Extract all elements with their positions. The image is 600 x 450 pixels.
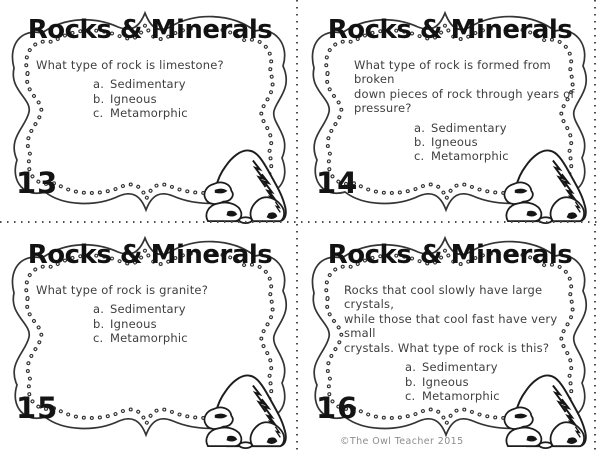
question-line: What type of rock is granite? [36, 282, 208, 297]
option-label: Sedimentary [110, 77, 186, 92]
rocks-illustration [503, 374, 587, 450]
option-letter: c. [405, 388, 416, 403]
card-number: 13 [16, 166, 59, 200]
card-title: Rocks & Minerals [27, 15, 273, 45]
option-b: b. Igneous [93, 92, 300, 106]
card-question: Rocks that cool slowly have large crysta… [344, 283, 590, 355]
option-label: Metamorphic [431, 149, 509, 164]
card-title: Rocks & Minerals [27, 240, 273, 270]
option-letter: a. [405, 360, 417, 375]
option-c: c. Metamorphic [414, 149, 600, 163]
option-letter: b. [405, 374, 417, 389]
option-letter: b. [93, 316, 105, 331]
question-line: What type of rock is limestone? [36, 57, 224, 72]
option-label: Sedimentary [110, 302, 186, 317]
card-question: What type of rock is formed from broken … [354, 58, 588, 116]
task-card-16: Rocks & Minerals Rocks that cool slowly … [300, 225, 600, 450]
cut-line-vertical-right [594, 0, 596, 450]
rocks-illustration [203, 374, 287, 450]
option-a: a. Sedimentary [405, 360, 600, 374]
option-letter: c. [93, 105, 104, 120]
answer-options: a. Sedimentary b. Igneous c. Metamorphic [405, 360, 600, 403]
option-letter: a. [93, 77, 105, 92]
option-label: Metamorphic [422, 388, 500, 403]
cut-line-vertical-center [296, 0, 298, 450]
card-number: 16 [316, 391, 359, 425]
option-a: a. Sedimentary [93, 77, 300, 91]
option-label: Igneous [110, 91, 157, 106]
option-c: c. Metamorphic [405, 389, 600, 403]
option-label: Metamorphic [110, 330, 188, 345]
option-label: Igneous [110, 316, 157, 331]
option-label: Sedimentary [422, 360, 498, 375]
option-label: Igneous [431, 135, 478, 150]
option-c: c. Metamorphic [93, 106, 300, 120]
option-letter: c. [93, 330, 104, 345]
task-card-14: Rocks & Minerals What type of rock is fo… [300, 0, 600, 225]
question-line: while those that cool fast have very sma… [344, 311, 558, 341]
option-letter: b. [93, 91, 105, 106]
option-a: a. Sedimentary [93, 302, 300, 316]
rocks-illustration [503, 149, 587, 225]
cut-line-horizontal [0, 221, 600, 223]
option-b: b. Igneous [93, 317, 300, 331]
card-question: What type of rock is granite? [36, 283, 276, 297]
option-b: b. Igneous [405, 375, 600, 389]
question-line: What type of rock is formed from broken [354, 57, 551, 87]
answer-options: a. Sedimentary b. Igneous c. Metamorphic [93, 77, 300, 120]
option-label: Igneous [422, 374, 469, 389]
card-title: Rocks & Minerals [327, 15, 573, 45]
option-letter: c. [414, 149, 425, 164]
answer-options: a. Sedimentary b. Igneous c. Metamorphic [93, 302, 300, 345]
option-label: Metamorphic [110, 105, 188, 120]
option-label: Sedimentary [431, 120, 507, 135]
task-card-13: Rocks & Minerals What type of rock is li… [0, 0, 300, 225]
card-question: What type of rock is limestone? [36, 58, 276, 72]
card-number: 14 [316, 166, 359, 200]
copyright-credit: ©The Owl Teacher 2015 [340, 436, 464, 447]
option-letter: a. [93, 302, 105, 317]
card-title: Rocks & Minerals [327, 240, 573, 270]
option-letter: a. [414, 120, 426, 135]
question-line: crystals. What type of rock is this? [344, 340, 550, 355]
rocks-illustration [203, 149, 287, 225]
option-a: a. Sedimentary [414, 121, 600, 135]
option-c: c. Metamorphic [93, 331, 300, 345]
question-line: Rocks that cool slowly have large crysta… [344, 282, 543, 312]
question-line: down pieces of rock through years of [354, 86, 575, 101]
option-letter: b. [414, 135, 426, 150]
answer-options: a. Sedimentary b. Igneous c. Metamorphic [414, 121, 600, 164]
task-card-15: Rocks & Minerals What type of rock is gr… [0, 225, 300, 450]
card-number: 15 [16, 391, 59, 425]
question-line: pressure? [354, 101, 412, 116]
option-b: b. Igneous [414, 135, 600, 149]
